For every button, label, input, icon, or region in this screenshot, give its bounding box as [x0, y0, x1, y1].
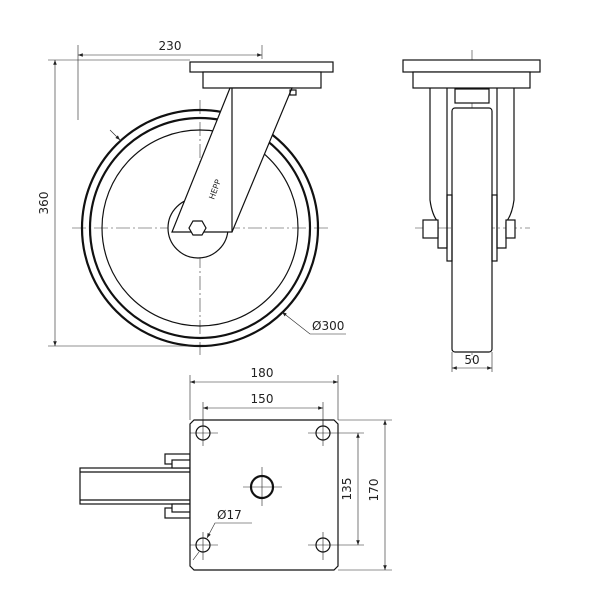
dim-hole-spacing-x: 150	[251, 392, 274, 406]
dim-wheel-width: 50	[464, 353, 479, 367]
dim-hole-spacing-y: 135	[340, 478, 354, 501]
mounting-plate	[189, 419, 339, 571]
dim-overall-height: 360	[37, 192, 51, 215]
dim-mount-width: 230	[159, 39, 182, 53]
plate-view: 180 150 135 170 Ø17	[79, 366, 392, 571]
dim-hole-diameter: Ø17	[217, 508, 242, 522]
front-view: HEPP 230 360 Ø300	[37, 39, 346, 355]
center-hole	[249, 474, 275, 500]
dim-plate-width: 180	[251, 366, 274, 380]
bolt-hole	[195, 537, 211, 553]
wheel-side	[451, 107, 493, 353]
axle-nut	[188, 220, 207, 236]
side-view: 50	[402, 50, 541, 372]
bolt-hole	[315, 537, 331, 553]
dim-plate-length: 170	[367, 479, 381, 502]
dim-wheel-diameter: Ø300	[312, 319, 344, 333]
wheel-stub	[79, 467, 191, 505]
top-plate	[189, 61, 334, 73]
